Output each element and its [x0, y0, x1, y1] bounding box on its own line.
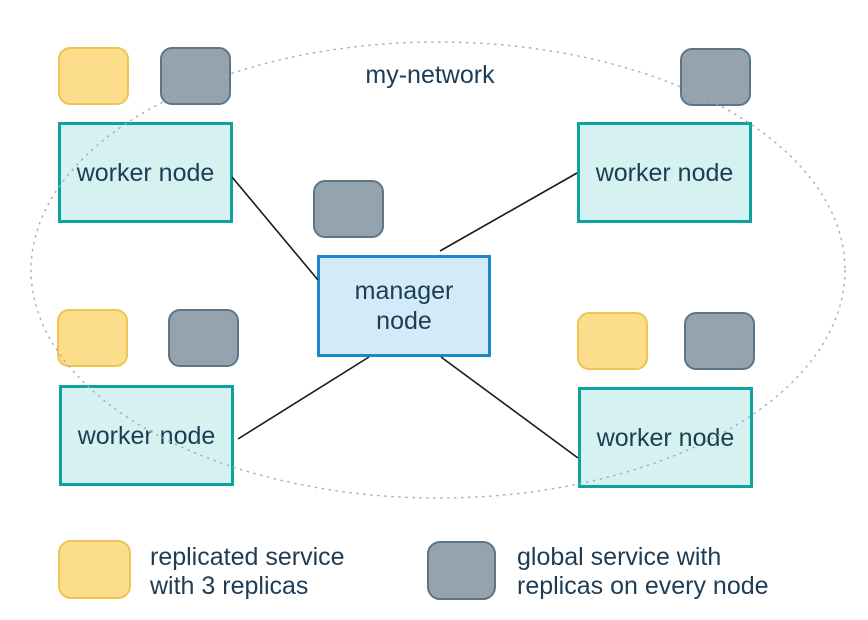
- connector-line-manager-worker4: [440, 356, 579, 459]
- manager-node-label-line1: manager: [354, 277, 454, 305]
- connector-line-worker1-manager: [231, 176, 319, 281]
- network-name-label: my-network: [365, 61, 495, 89]
- legend-replicated-service-label: replicated service with 3 replicas: [150, 543, 345, 601]
- legend-global-service-icon: [427, 541, 496, 600]
- manager-node: manager node: [317, 255, 491, 357]
- worker-node-bottom-right: worker node: [578, 387, 753, 488]
- worker-node-label: worker node: [596, 423, 735, 452]
- replicated-service-icon: [58, 47, 129, 105]
- worker-node-top-left: worker node: [58, 122, 233, 223]
- manager-node-label-line2: node: [376, 307, 432, 335]
- legend-global-service-label: global service with replicas on every no…: [517, 543, 769, 601]
- replicated-service-icon: [577, 312, 648, 370]
- legend-replicated-service-icon: [58, 540, 131, 599]
- replicated-service-icon: [57, 309, 128, 367]
- worker-node-label: worker node: [76, 158, 215, 187]
- legend-replicated-line2: with 3 replicas: [150, 572, 309, 600]
- global-service-icon: [313, 180, 384, 238]
- global-service-icon: [684, 312, 755, 370]
- legend-replicated-line1: replicated service: [150, 543, 345, 571]
- connector-line-manager-worker3: [237, 356, 370, 440]
- manager-node-label: manager node: [355, 276, 454, 336]
- connector-line-manager-worker2: [439, 172, 578, 252]
- global-service-icon: [168, 309, 239, 367]
- worker-node-top-right: worker node: [577, 122, 752, 223]
- worker-node-label: worker node: [77, 421, 216, 450]
- global-service-icon: [680, 48, 751, 106]
- global-service-icon: [160, 47, 231, 105]
- legend-global-line2: replicas on every node: [517, 572, 769, 600]
- worker-node-label: worker node: [595, 158, 734, 187]
- legend-global-line1: global service with: [517, 543, 722, 571]
- worker-node-bottom-left: worker node: [59, 385, 234, 486]
